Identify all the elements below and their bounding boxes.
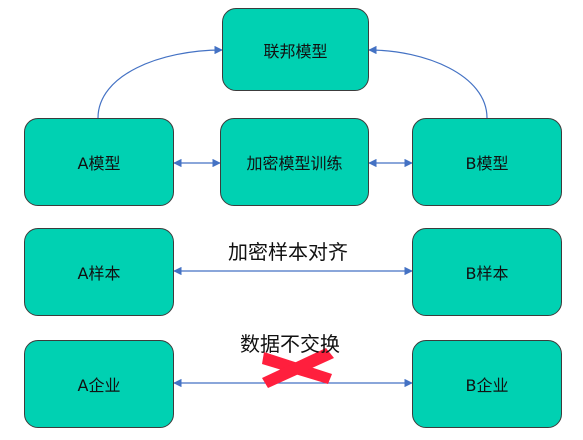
node-a-model: A模型 [24, 118, 174, 206]
node-a-company-label: A企业 [77, 376, 121, 395]
node-federated-model: 联邦模型 [222, 8, 369, 91]
cross-mark-icon [262, 348, 334, 388]
label-no-data-exchange: 数据不交换 [240, 332, 340, 356]
node-a-company: A企业 [24, 340, 174, 428]
node-b-model-label: B模型 [465, 154, 509, 173]
node-b-model: B模型 [412, 118, 562, 206]
node-b-sample: B样本 [412, 228, 562, 316]
curve-b-model-to-federated [368, 45, 488, 119]
label-encrypted-alignment: 加密样本对齐 [228, 240, 348, 264]
node-b-sample-label: B样本 [465, 264, 509, 283]
node-encrypted-training: 加密模型训练 [220, 118, 369, 206]
node-federated-model-label: 联邦模型 [263, 41, 328, 61]
node-a-sample-label: A样本 [77, 264, 121, 283]
curve-a-model-to-federated [97, 45, 223, 119]
node-b-company-label: B企业 [465, 376, 509, 395]
node-a-sample: A样本 [24, 228, 174, 316]
node-b-company: B企业 [412, 340, 562, 428]
node-encrypted-training-label: 加密模型训练 [246, 154, 343, 173]
node-a-model-label: A模型 [77, 154, 121, 173]
